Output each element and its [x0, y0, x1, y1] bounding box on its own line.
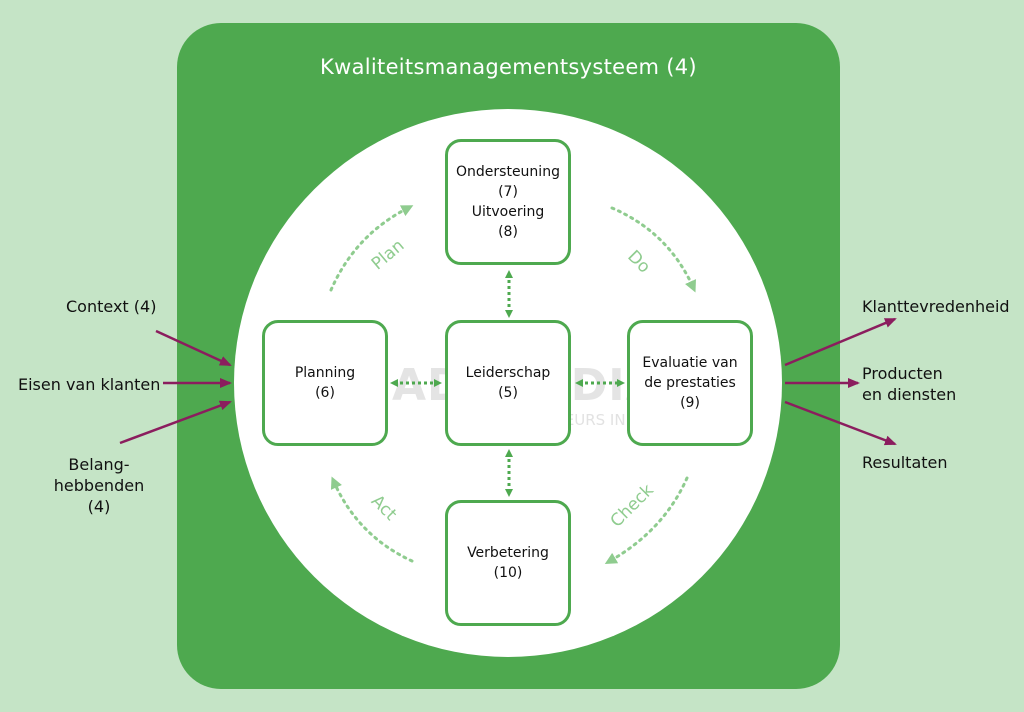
output-products: Producten en diensten: [862, 363, 956, 405]
do-arrow: [610, 206, 696, 293]
input-arrow-stakeholders: [119, 400, 232, 445]
evaluation-box: Evaluatie van de prestaties (9): [627, 320, 753, 446]
execution-number: (8): [498, 224, 518, 240]
planning-box: Planning (6): [262, 320, 388, 446]
improvement-label: Verbetering: [467, 545, 549, 561]
output-satisfaction: Klanttevredenheid: [862, 297, 1010, 316]
support-number: (7): [498, 184, 518, 200]
check-arrow: [604, 476, 689, 564]
improvement-number: (10): [493, 565, 523, 581]
input-stakeholders-line2: hebbenden (4): [53, 476, 145, 516]
planning-number: (6): [315, 385, 335, 401]
diagram-title: Kwaliteitsmanagementsysteem (4): [320, 55, 697, 79]
evaluation-label-line2: de prestaties: [644, 375, 736, 391]
input-customer-requirements: Eisen van klanten: [18, 375, 161, 394]
act-arrow: [330, 476, 414, 563]
evaluation-number: (9): [680, 395, 700, 411]
output-results: Resultaten: [862, 453, 948, 472]
output-products-line1: Producten: [862, 364, 943, 383]
leadership-box: Leiderschap (5): [445, 320, 571, 446]
execution-label: Uitvoering: [471, 204, 545, 220]
output-products-line2: en diensten: [862, 385, 957, 404]
planning-label: Planning: [294, 365, 356, 381]
improvement-box: Verbetering (10): [445, 500, 571, 626]
evaluation-label-line1: Evaluatie van: [642, 355, 738, 371]
input-stakeholders: Belang- hebbenden (4): [40, 454, 158, 517]
input-stakeholders-line1: Belang-: [68, 455, 130, 474]
leadership-number: (5): [498, 385, 518, 401]
input-context: Context (4): [66, 297, 157, 316]
support-execution-box: Ondersteuning (7) Uitvoering (8): [445, 139, 571, 265]
output-arrow-results: [784, 400, 897, 446]
plan-arrow: [329, 205, 414, 292]
output-arrow-satisfaction: [784, 317, 897, 367]
support-label: Ondersteuning: [456, 164, 560, 180]
input-arrow-context: [155, 329, 232, 367]
leadership-label: Leiderschap: [465, 365, 551, 381]
